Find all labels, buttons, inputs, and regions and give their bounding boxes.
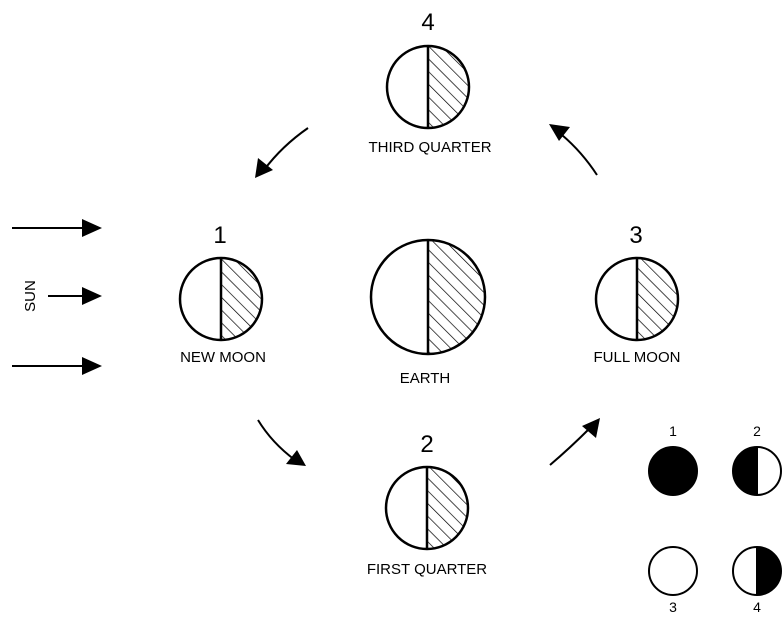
moon-label: FIRST QUARTER [367, 561, 487, 578]
phase-key-first-quarter [732, 446, 782, 496]
moon-lit-half [387, 46, 428, 128]
moon-label: FULL MOON [594, 349, 681, 366]
phase-key-number: 3 [669, 599, 677, 615]
orbit-arrow-4-to-1 [263, 127, 309, 171]
moon-dark-half [637, 258, 678, 340]
orbit-arrow-3-to-4-head [549, 124, 570, 141]
phase-key-new-moon [648, 446, 698, 496]
orbit-arrow-4-to-1-head [255, 158, 273, 178]
phase-key-number: 4 [753, 599, 761, 615]
sun-rays: SUN [12, 219, 102, 375]
moon-label: THIRD QUARTER [368, 139, 491, 156]
moon-number: 4 [421, 9, 434, 36]
orbit-arrow-1-to-2 [257, 419, 296, 461]
sun-ray-arrowhead [82, 219, 102, 237]
orbit-arrow-2-to-3-head [582, 418, 600, 438]
moon-full: 3 FULL MOON [594, 222, 681, 366]
moon-lit-half [596, 258, 637, 340]
earth-label: EARTH [400, 370, 451, 387]
moon-first-quarter: 2 FIRST QUARTER [367, 431, 487, 578]
moon-number: 3 [629, 222, 642, 249]
earth-dark-half [428, 240, 485, 354]
phase-key-number: 1 [669, 423, 677, 439]
orbit-arrows [255, 124, 600, 466]
moon-dark-half [428, 46, 469, 128]
moon-new: 1 NEW MOON [178, 222, 266, 366]
phase-key-third-quarter [732, 546, 782, 596]
moon-number: 1 [213, 222, 226, 249]
sun-ray-arrowhead [82, 357, 102, 375]
moon-lit-half [180, 258, 221, 340]
earth: EARTH [369, 238, 487, 387]
phase-key: 1 2 3 4 [648, 423, 782, 615]
moon-third-quarter: 4 THIRD QUARTER [368, 9, 491, 156]
moon-number: 2 [420, 431, 433, 458]
orbit-arrow-2-to-3 [549, 427, 591, 466]
orbit-arrow-1-to-2-head [286, 450, 306, 466]
sun-label: SUN [22, 280, 39, 312]
sun-ray-arrowhead [82, 287, 102, 305]
phase-key-full-moon [648, 546, 698, 596]
orbit-arrow-3-to-4 [561, 134, 598, 176]
moon-dark-half [427, 467, 468, 549]
moon-lit-half [386, 467, 427, 549]
earth-lit-half [371, 240, 428, 354]
moon-label: NEW MOON [180, 349, 266, 366]
phase-key-number: 2 [753, 423, 761, 439]
moon-dark-half [221, 258, 262, 340]
